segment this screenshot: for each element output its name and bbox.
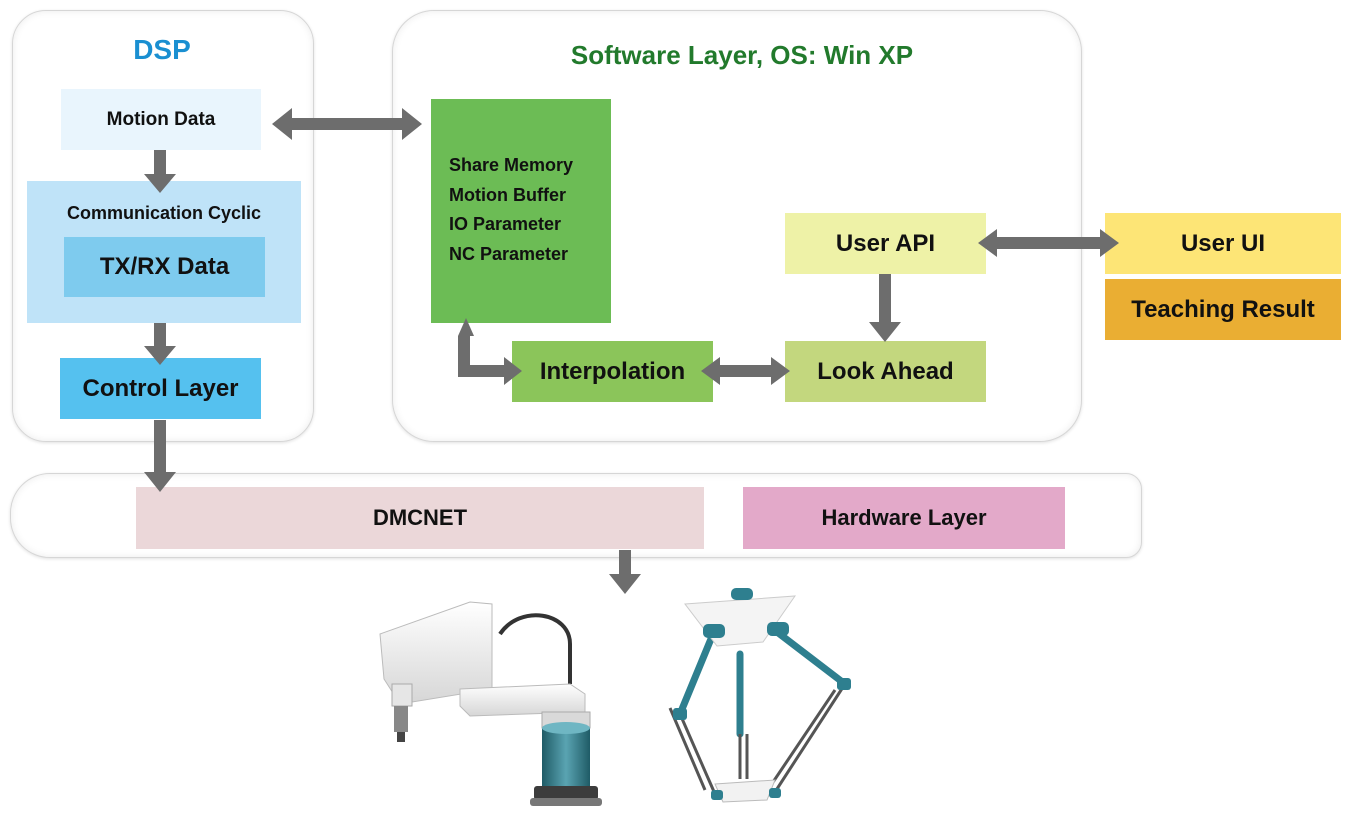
motion-buffer-label: Motion Buffer <box>449 184 566 205</box>
communication-cyclic-label: Communication Cyclic <box>66 203 262 223</box>
share-memory-box: Share Memory Motion Buffer IO Parameter … <box>431 99 611 323</box>
user-ui-box: User UI <box>1105 213 1341 274</box>
comm-to-control-arrow <box>144 323 176 365</box>
delta-robot-icon <box>668 588 851 803</box>
motion-to-comm-arrow <box>144 150 176 193</box>
scara-robot-icon <box>379 601 602 806</box>
userapi-to-lookahead-arrow <box>869 274 901 342</box>
io-parameter-label: IO Parameter <box>449 214 562 234</box>
interpolation-to-lookahead-arrow <box>701 357 790 385</box>
memory-to-interpolation-arrow <box>458 318 522 385</box>
dmcnet-box: DMCNET <box>136 487 704 549</box>
user-api-box: User API <box>785 213 986 274</box>
look-ahead-box: Look Ahead <box>785 341 986 402</box>
hardware-layer-box: Hardware Layer <box>743 487 1065 549</box>
control-layer-box: Control Layer <box>60 358 261 419</box>
txrx-data-box: TX/RX Data <box>64 237 265 297</box>
teaching-result-box: Teaching Result <box>1105 279 1341 340</box>
share-memory-label: Share Memory <box>449 155 574 175</box>
dsp-title: DSP <box>133 34 191 65</box>
memory-items: Share Memory Motion Buffer IO Parameter … <box>449 151 573 269</box>
dmcnet-to-robots-arrow <box>609 550 641 594</box>
nc-parameter-label: NC Parameter <box>449 243 569 264</box>
control-to-dmcnet-arrow <box>144 420 176 492</box>
motion-data-box: Motion Data <box>61 89 261 150</box>
software-layer-title: Software Layer, OS: Win XP <box>570 40 914 70</box>
interpolation-box: Interpolation <box>512 341 713 402</box>
userapi-to-userui-arrow <box>978 229 1119 257</box>
motion-to-memory-arrow <box>272 108 422 140</box>
